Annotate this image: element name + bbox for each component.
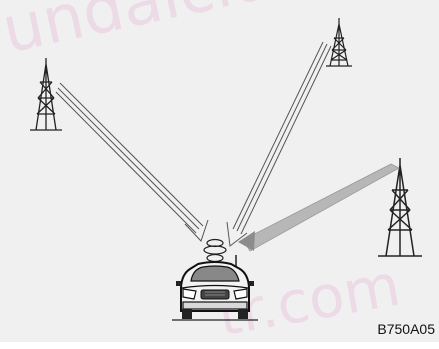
signal-beam-top-right	[227, 42, 331, 246]
radio-reception-diagram	[0, 0, 439, 342]
radio-tower-icon	[326, 18, 352, 66]
car-icon	[176, 255, 254, 319]
signal-beam-left	[56, 83, 208, 241]
signal-beam-right	[238, 164, 399, 251]
diagram-panel: undaiclub. tr.com	[0, 0, 439, 342]
radio-tower-icon	[30, 58, 62, 130]
figure-code: B750A05	[377, 321, 435, 337]
